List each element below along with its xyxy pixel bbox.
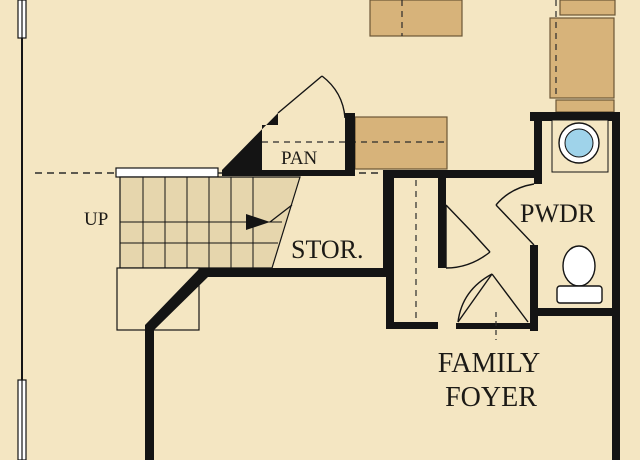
hall-door-arc	[445, 251, 491, 269]
foyer-door-leaf[interactable]	[491, 273, 529, 323]
label-pantry: PAN	[281, 148, 318, 169]
pantry-door[interactable]	[277, 75, 346, 119]
label-family-foyer-line2: FOYER	[445, 382, 537, 413]
pwdr-door[interactable]	[495, 183, 535, 246]
stair-handrail	[115, 167, 219, 178]
label-family-foyer-line1: FAMILY	[438, 348, 540, 379]
pwdr-left-wall	[534, 112, 542, 184]
storage-bottom-wall	[200, 268, 390, 277]
label-storage: STOR.	[291, 235, 364, 264]
hall-top-wall	[383, 170, 458, 178]
stair-tread-lines	[120, 177, 282, 268]
stair-direction-arrow	[246, 214, 270, 230]
pantry-walls	[222, 113, 355, 176]
label-stairs-up: UP	[84, 209, 108, 230]
island-cabinet	[369, 0, 463, 37]
right-exterior-wall	[612, 112, 620, 460]
hall-door[interactable]	[445, 204, 491, 269]
pantry-door-arc	[321, 75, 346, 119]
pwdr-top-wall	[530, 112, 618, 121]
pantry-door-leaf[interactable]	[277, 75, 323, 114]
hall-top-ledge	[440, 170, 536, 178]
closet-bottom-wall	[386, 322, 438, 329]
sink-basin-water	[564, 128, 594, 158]
powder-fixtures	[551, 119, 609, 304]
pantry-shelf	[354, 116, 448, 170]
stair-break-line	[269, 204, 293, 223]
toilet-bowl	[562, 245, 596, 287]
pwdr-door-leaf[interactable]	[495, 204, 535, 246]
interior-walls	[145, 112, 620, 460]
family-left-wall	[145, 325, 154, 460]
closet-right-wall	[438, 176, 446, 268]
staircase[interactable]	[115, 167, 301, 269]
cabinet-right-base	[555, 99, 615, 113]
foyer-door-leaf-left	[457, 273, 493, 323]
foyer-bottom-wall	[456, 323, 538, 329]
toilet-tank	[556, 285, 603, 304]
refrigerator	[549, 17, 615, 99]
closet-left-wall	[386, 176, 394, 328]
pantry-wedge-wall	[222, 113, 278, 170]
angled-wall	[145, 268, 210, 330]
pwdr-bottom-wall	[530, 308, 618, 316]
pwdr-door-arc	[495, 183, 535, 206]
foyer-door-arc	[457, 273, 493, 323]
cabinet-top-right	[559, 0, 616, 16]
pantry-right-wall	[345, 113, 355, 175]
label-powder-room: PWDR	[520, 199, 596, 228]
foyer-door[interactable]	[457, 273, 529, 323]
pantry-bottom-wall	[222, 170, 355, 176]
hall-door-leaf[interactable]	[445, 204, 491, 253]
pwdr-left-lower-wall	[530, 245, 538, 331]
